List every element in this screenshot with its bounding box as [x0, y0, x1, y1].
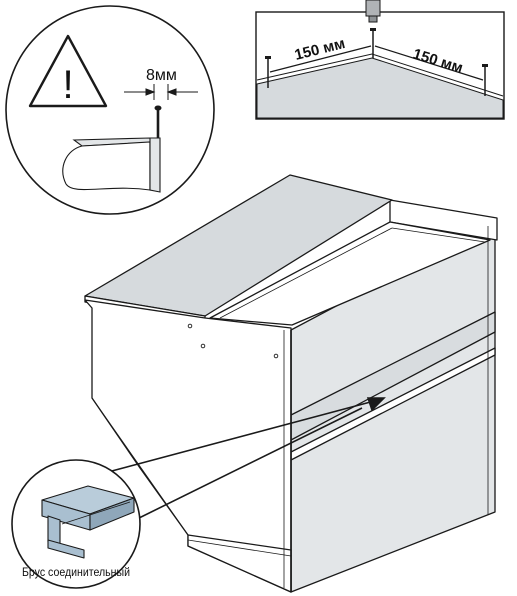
screw-hole: [273, 353, 279, 359]
hammer-icon: [365, 0, 381, 23]
warning-symbol: !: [62, 63, 73, 107]
tray-inner-line: [219, 227, 393, 319]
nail-icon: [267, 30, 486, 96]
nailing-callout: 150 мм 150 мм: [255, 0, 505, 120]
tray-inner-line: [391, 227, 486, 243]
gap-label: 8мм: [146, 67, 177, 84]
part-label: Брус соединительный: [22, 565, 130, 579]
panel-edge-detail: [62, 137, 161, 193]
inner-tray: [209, 221, 491, 326]
part-callout: Брус соединительный: [11, 459, 141, 589]
gap-dimension: [124, 84, 198, 100]
warning-triangle-icon: !: [28, 34, 108, 108]
arrow-head: [366, 397, 386, 412]
screw-hole: [200, 343, 206, 349]
part-pointer: [107, 397, 386, 521]
cabinet-assembly: [84, 174, 498, 593]
screw-hole: [187, 323, 193, 329]
nail-head: [265, 28, 488, 67]
spacing-dimension: [269, 45, 484, 81]
warning-callout: ! 8мм: [5, 5, 215, 215]
connecting-bar-icon: [41, 485, 135, 559]
rear-top-rim: [389, 199, 498, 241]
plinth-line: [187, 539, 292, 557]
panel-edge-line: [91, 397, 189, 536]
nail-icon: [154, 105, 162, 142]
panel-floor: [256, 57, 504, 119]
panel-top-edge: [256, 53, 504, 97]
